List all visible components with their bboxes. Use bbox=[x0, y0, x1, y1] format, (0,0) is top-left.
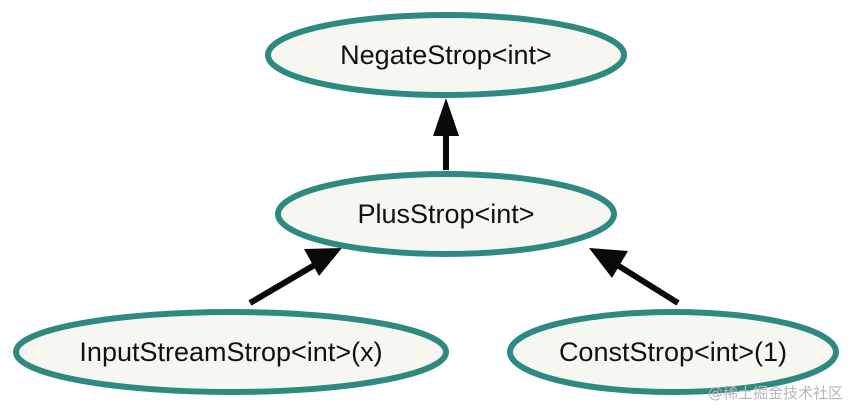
node-negate-strop-label: NegateStrop<int> bbox=[340, 40, 552, 70]
edge-input-to-plus bbox=[248, 248, 342, 306]
node-plus-strop-label: PlusStrop<int> bbox=[357, 199, 534, 229]
node-input-stream-strop-label: InputStreamStrop<int>(x) bbox=[79, 337, 382, 367]
edge-plus-to-negate bbox=[433, 98, 459, 170]
node-const-strop-label: ConstStrop<int>(1) bbox=[559, 337, 787, 367]
node-negate-strop: NegateStrop<int> bbox=[265, 12, 627, 98]
node-plus-strop: PlusStrop<int> bbox=[275, 171, 617, 257]
node-const-strop: ConstStrop<int>(1) bbox=[507, 309, 839, 395]
edge-const-to-plus bbox=[589, 248, 680, 306]
watermark-text: @稀土掘金技术社区 bbox=[707, 384, 843, 402]
node-input-stream-strop: InputStreamStrop<int>(x) bbox=[13, 309, 449, 395]
